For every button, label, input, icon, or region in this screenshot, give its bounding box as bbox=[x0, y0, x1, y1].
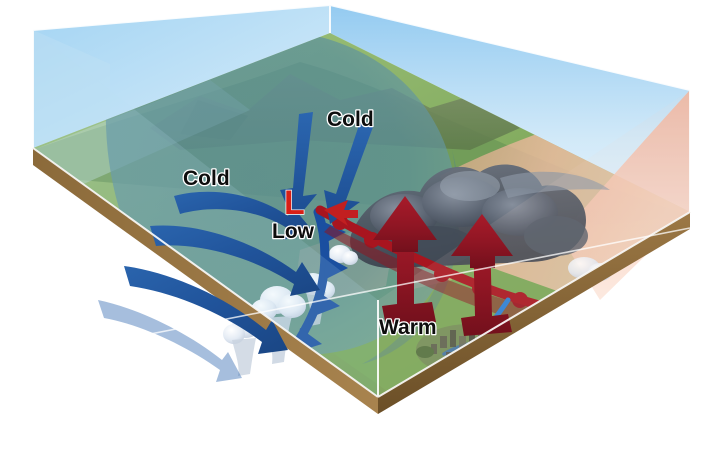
atmosphere-volume bbox=[33, 5, 690, 212]
label-cold-left: Cold bbox=[183, 167, 230, 190]
edge-sky-top-left bbox=[32, 4, 331, 31]
soil-front-right-face bbox=[378, 212, 690, 414]
atmosphere-wall-front-right bbox=[378, 90, 690, 397]
warm-arrowhead-at-low bbox=[324, 200, 358, 226]
atmosphere-front-walls bbox=[33, 30, 690, 397]
cold-arrow-curved-3 bbox=[124, 266, 288, 354]
labels: Cold Cold L Low Warm bbox=[182, 107, 438, 341]
edge-ground-left-front bbox=[32, 147, 379, 398]
edge-sky-top-right bbox=[329, 4, 691, 91]
atmosphere-wall-front-left bbox=[33, 30, 378, 397]
mid-level-guide-line bbox=[129, 227, 691, 339]
label-warm: Warm bbox=[379, 316, 437, 339]
cold-arrow-straight-1 bbox=[280, 112, 317, 222]
sky-panel-back-left bbox=[33, 5, 330, 148]
sky-panel-back-right bbox=[330, 5, 690, 212]
edge-ground-right-front bbox=[377, 211, 691, 398]
label-cold-top: Cold bbox=[327, 108, 374, 131]
warm-arrow-rising-1 bbox=[382, 214, 436, 326]
cold-arrow-straight-2 bbox=[324, 122, 373, 224]
storm-cloud-highlight bbox=[440, 171, 500, 201]
warm-arrow-rising-2-head bbox=[451, 214, 513, 268]
label-low-pressure-symbol: L bbox=[284, 184, 305, 222]
storm-anvil bbox=[500, 171, 610, 198]
cold-arrow-curved-4 bbox=[98, 300, 242, 382]
cold-arrow-curved-2 bbox=[150, 225, 320, 296]
label-low-text: Low bbox=[272, 220, 315, 243]
soil-front-left-face bbox=[33, 148, 378, 414]
cold-air-arrows bbox=[98, 112, 373, 382]
cold-arrow-curved-1 bbox=[174, 191, 312, 240]
warm-air-arrows bbox=[324, 196, 513, 336]
cumulus-cloud-3 bbox=[329, 245, 358, 265]
storm-puff-4 bbox=[524, 216, 588, 256]
warm-arrow-rising-1-head bbox=[373, 196, 437, 252]
block-outline bbox=[32, 4, 691, 398]
